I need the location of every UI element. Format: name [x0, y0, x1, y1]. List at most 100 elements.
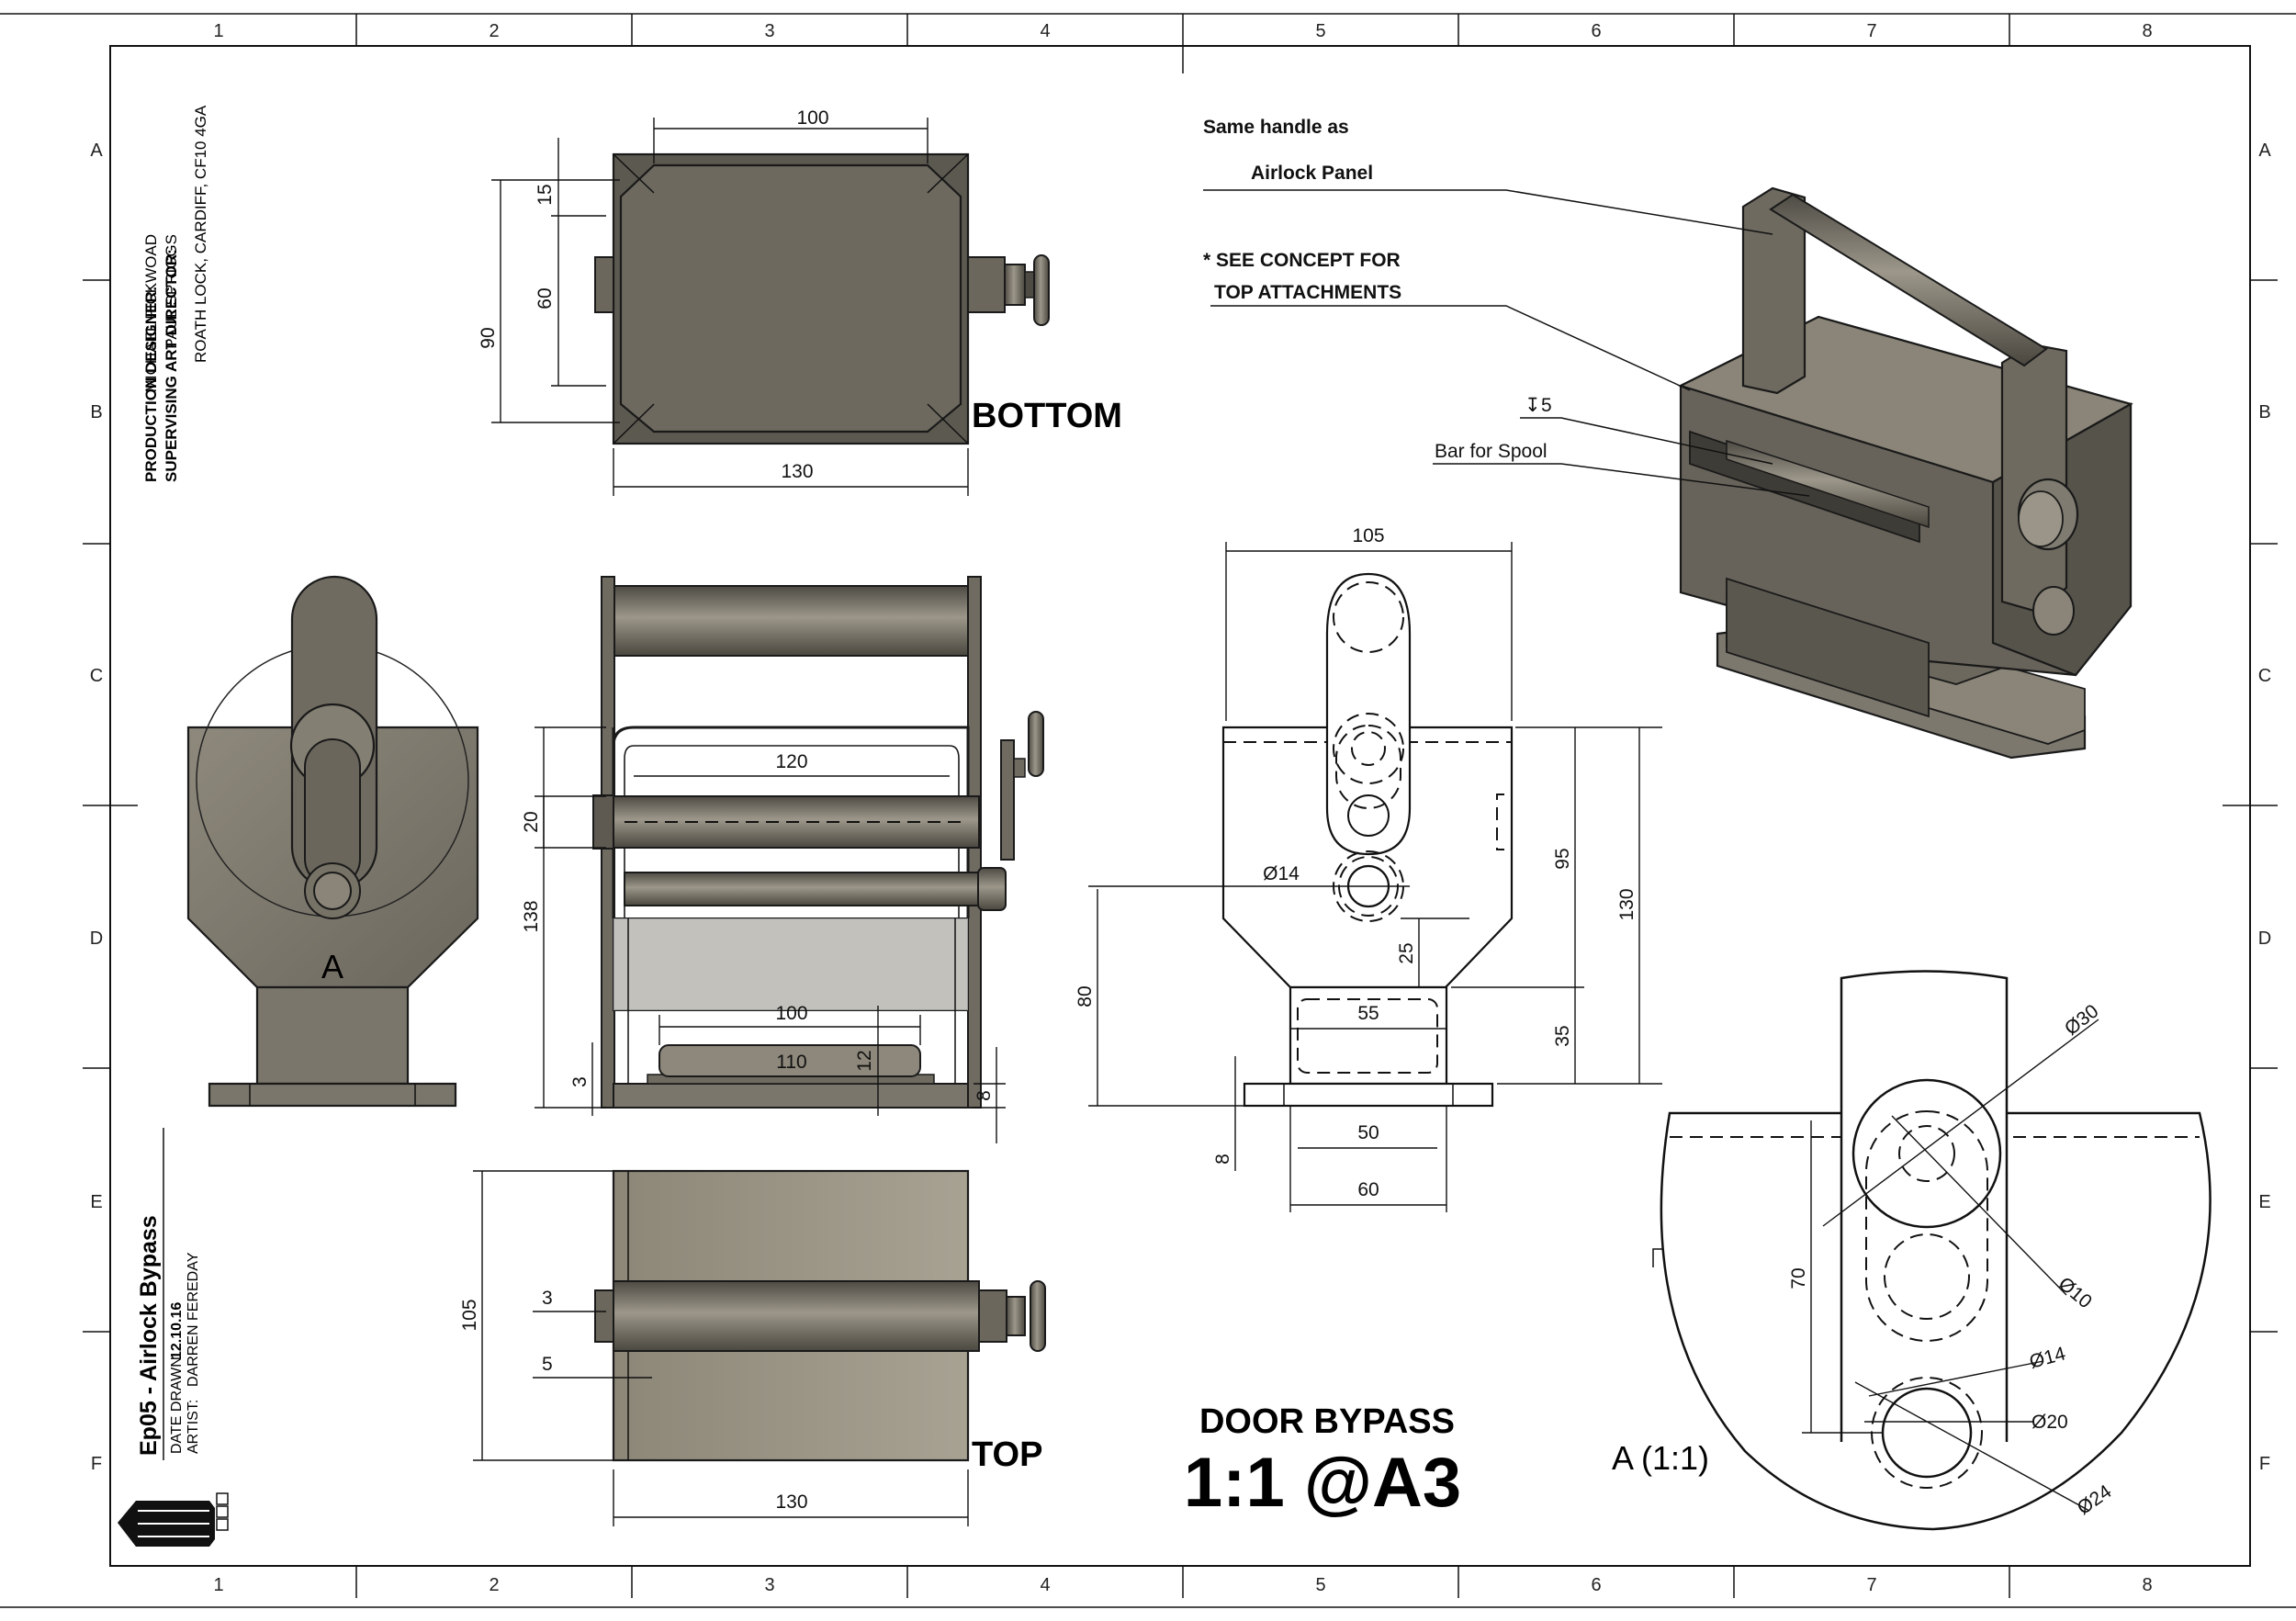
studio-address: ROATH LOCK, CARDIFF, CF10 4GA [192, 105, 209, 363]
dim-detail-d30: Ø30 [2061, 1000, 2102, 1040]
dim-detail-d20: Ø20 [2032, 1412, 2068, 1433]
dim-side-width-top: 105 [1352, 525, 1384, 546]
art-director-name: PAUL SPRIGGS [163, 234, 180, 349]
isometric-view [1678, 186, 2133, 760]
zone-row-e-right: E [2258, 1192, 2270, 1212]
episode-block: Ep05 - Airlock Bypass DATE DRAWN: 12.10.… [136, 1128, 201, 1460]
front-view-dimensions: 120 20 138 100 110 12 3 8 [521, 726, 1006, 1143]
episode-title: Ep05 - Airlock Bypass [136, 1215, 162, 1456]
dim-bottom-height: 90 [478, 327, 499, 348]
dim-front-base: 3 [569, 1076, 591, 1087]
zone-col-2-bottom: 2 [489, 1575, 499, 1595]
handle-note-line1: Same handle as [1203, 117, 1349, 138]
front-view [592, 576, 1044, 1109]
production-designer-name: MICHAEL PICKWOAD [142, 234, 160, 392]
concept-note-line1: * SEE CONCEPT FOR [1203, 250, 1401, 271]
depth-note: 5 [1541, 395, 1552, 416]
dim-bottom-width-top: 100 [796, 107, 828, 129]
artist-label: ARTIST: [186, 1400, 201, 1454]
dim-bottom-width-overall: 130 [781, 461, 813, 482]
zone-col-7-bottom: 7 [1866, 1575, 1876, 1595]
zone-col-5-bottom: 5 [1315, 1575, 1325, 1595]
side-view [1221, 572, 1514, 1108]
zone-col-6-bottom: 6 [1591, 1575, 1601, 1595]
concept-note-line2: TOP ATTACHMENTS [1214, 282, 1401, 303]
zone-row-a: A [90, 141, 103, 161]
dim-front-height: 138 [521, 900, 542, 932]
depth-note-symbol: ↧ [1525, 395, 1541, 416]
end-view: A [186, 575, 479, 1108]
zone-col-8-bottom: 8 [2142, 1575, 2152, 1595]
dim-side-base-thickness: 8 [1212, 1154, 1233, 1165]
zone-col-5: 5 [1315, 21, 1325, 41]
dim-side-stem-lower: 35 [1552, 1025, 1573, 1046]
dim-side-base-outer: 60 [1357, 1179, 1379, 1200]
dim-side-stem: 55 [1357, 1003, 1379, 1024]
credits-block: PRODUCTION DESIGNER: MICHAEL PICKWOAD SU… [142, 105, 209, 482]
zone-col-1-bottom: 1 [213, 1575, 223, 1595]
date-label: DATE DRAWN: [169, 1353, 185, 1454]
sheet-border: 1 2 3 4 5 6 7 8 1 2 3 4 5 6 7 8 A B C D … [0, 13, 2296, 1608]
zone-col-3-bottom: 3 [764, 1575, 774, 1595]
dim-front-frame-width: 120 [775, 751, 807, 772]
sheet-title-scale: 1:1 @A3 [1184, 1444, 1461, 1522]
dim-bottom-inner: 60 [535, 287, 556, 309]
zone-row-c-right: C [2258, 666, 2271, 686]
production-designer-label: PRODUCTION DESIGNER: [142, 287, 160, 482]
zone-row-b: B [90, 402, 102, 422]
zone-col-7: 7 [1866, 21, 1876, 41]
zone-col-4-bottom: 4 [1040, 1575, 1050, 1595]
top-view-label: TOP [972, 1435, 1042, 1474]
dim-side-neck: 25 [1396, 942, 1417, 963]
dim-side-base-inner: 50 [1357, 1122, 1379, 1143]
dim-side-lower: 80 [1075, 985, 1096, 1007]
detail-view-label: A (1:1) [1612, 1439, 1709, 1477]
dim-top-offset-a: 3 [542, 1288, 553, 1309]
dim-top-width: 130 [775, 1492, 807, 1513]
spool-note: Bar for Spool [1435, 441, 1548, 462]
artist-name: DARREN FEREDAY [186, 1252, 201, 1387]
zone-col-6: 6 [1591, 21, 1601, 41]
dim-bottom-offset: 15 [535, 184, 556, 205]
zone-row-e: E [90, 1192, 102, 1212]
zone-col-4: 4 [1040, 21, 1050, 41]
handle-note-line2: Airlock Panel [1251, 163, 1373, 184]
bottom-view [594, 152, 1050, 445]
dim-side-height-upper: 95 [1552, 848, 1573, 869]
date-value: 12.10.16 [169, 1302, 185, 1359]
dim-front-tray-height: 12 [854, 1050, 875, 1071]
side-view-dimensions: 105 Ø14 95 130 25 80 55 35 50 60 8 [1075, 525, 1662, 1212]
zone-row-f: F [91, 1454, 102, 1474]
top-view-dimensions: 105 3 5 130 [459, 1170, 969, 1526]
dim-side-height-total: 130 [1616, 888, 1638, 920]
zone-col-3: 3 [764, 21, 774, 41]
top-view [594, 1169, 1046, 1462]
dim-side-hole: Ø14 [1263, 863, 1300, 884]
dim-detail-d24: Ø24 [2074, 1480, 2116, 1519]
art-director-label: SUPERVISING ART DIRECTOR: [163, 249, 180, 482]
zone-col-2: 2 [489, 21, 499, 41]
dim-front-tray-inner: 110 [776, 1052, 806, 1073]
bbc-logo [118, 1492, 229, 1547]
isometric-annotations: Same handle as Airlock Panel * SEE CONCE… [1203, 117, 1810, 497]
dim-detail-length: 70 [1788, 1267, 1809, 1289]
section-marker-label: A [321, 948, 343, 985]
zone-col-8: 8 [2142, 21, 2152, 41]
zone-row-b-right: B [2258, 402, 2270, 422]
dim-front-foot: 8 [974, 1090, 995, 1101]
dim-top-offset-b: 5 [542, 1354, 553, 1375]
dim-top-height: 105 [459, 1299, 480, 1331]
zone-row-d-right: D [2258, 929, 2271, 949]
zone-row-c: C [90, 666, 103, 686]
zone-row-a-right: A [2258, 141, 2271, 161]
dim-front-tray-width: 100 [775, 1003, 807, 1024]
sheet-title-name: DOOR BYPASS [1199, 1402, 1455, 1441]
bottom-view-label: BOTTOM [972, 397, 1122, 435]
zone-row-d: D [90, 929, 103, 949]
detail-view-a [1652, 970, 2212, 1531]
dim-front-gap: 20 [521, 811, 542, 832]
zone-col-1: 1 [213, 21, 223, 41]
zone-row-f-right: F [2259, 1454, 2270, 1474]
bottom-view-dimensions: 100 130 90 15 60 [478, 107, 969, 496]
